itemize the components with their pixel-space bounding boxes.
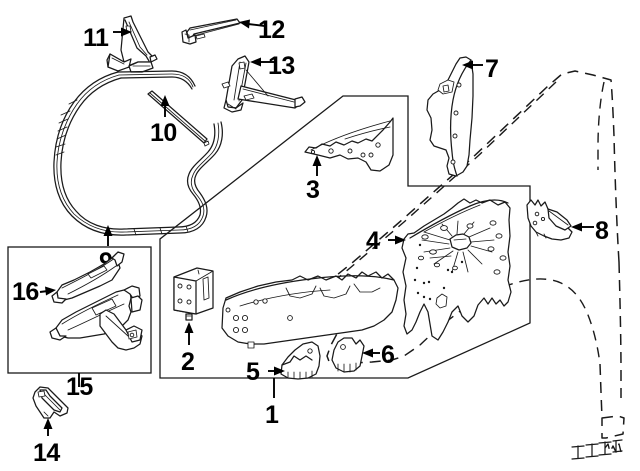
callout-7-leader bbox=[462, 60, 483, 70]
front-fender-outline bbox=[317, 70, 625, 460]
part-6-lower-bracket bbox=[331, 337, 365, 373]
callout-16-label: 16 bbox=[12, 278, 39, 306]
callout-12-label: 12 bbox=[258, 16, 285, 44]
callout-1-label: 1 bbox=[265, 401, 279, 429]
callout-3-leader bbox=[312, 155, 322, 176]
callout-4-label: 4 bbox=[366, 227, 380, 255]
part-2-mounting-bracket bbox=[173, 267, 214, 321]
callout-11-label: 11 bbox=[83, 24, 109, 52]
callout-9-leader bbox=[103, 225, 113, 246]
callout-14-label: 14 bbox=[33, 439, 60, 467]
part-8-gusset bbox=[526, 199, 573, 241]
apron-rail-detail bbox=[221, 271, 399, 349]
part-7-cowl-side-panel bbox=[426, 56, 474, 177]
part-9-weatherstrip-seal bbox=[53, 70, 223, 236]
callout-5-label: 5 bbox=[246, 358, 260, 386]
callout-10-leader bbox=[160, 95, 170, 117]
callout-6-label: 6 bbox=[381, 341, 394, 369]
part-13-hinge-bracket-b bbox=[221, 55, 306, 113]
callout-10-label: 10 bbox=[150, 119, 177, 147]
part-11-hinge-bracket-a bbox=[106, 15, 158, 73]
callout-7-label: 7 bbox=[485, 55, 498, 83]
main-assembly-polygon bbox=[159, 95, 531, 379]
callout-8-label: 8 bbox=[595, 217, 609, 245]
callout-3-label: 3 bbox=[306, 176, 319, 204]
inset-box-frame-rails bbox=[7, 246, 152, 374]
callout-13-leader bbox=[250, 57, 274, 67]
callout-11-leader bbox=[113, 27, 132, 37]
fender-sill-marks bbox=[571, 439, 623, 460]
part-14-clip-retainer bbox=[32, 386, 69, 419]
callout-12-leader bbox=[239, 19, 266, 29]
callout-4-leader bbox=[388, 235, 406, 245]
part-4-wheelhouse-panel bbox=[401, 198, 512, 341]
callout-8-leader bbox=[571, 222, 594, 232]
callout-15-label: 15 bbox=[66, 373, 93, 401]
callout-14-leader bbox=[43, 418, 53, 436]
callout-5-leader bbox=[268, 366, 285, 376]
part-3-upper-reinforcement bbox=[304, 117, 394, 172]
callout-6-leader bbox=[362, 348, 380, 358]
callout-2-leader bbox=[184, 322, 194, 345]
callout-2-label: 2 bbox=[181, 348, 194, 376]
callout-16-leader bbox=[39, 286, 56, 296]
part-15-frame-rail-lower bbox=[49, 285, 143, 351]
part-16-frame-rail-upper bbox=[51, 251, 125, 304]
callout-13-label: 13 bbox=[268, 52, 295, 80]
part-12-channel-rail bbox=[181, 18, 241, 45]
part-5-lower-bracket bbox=[280, 341, 321, 380]
